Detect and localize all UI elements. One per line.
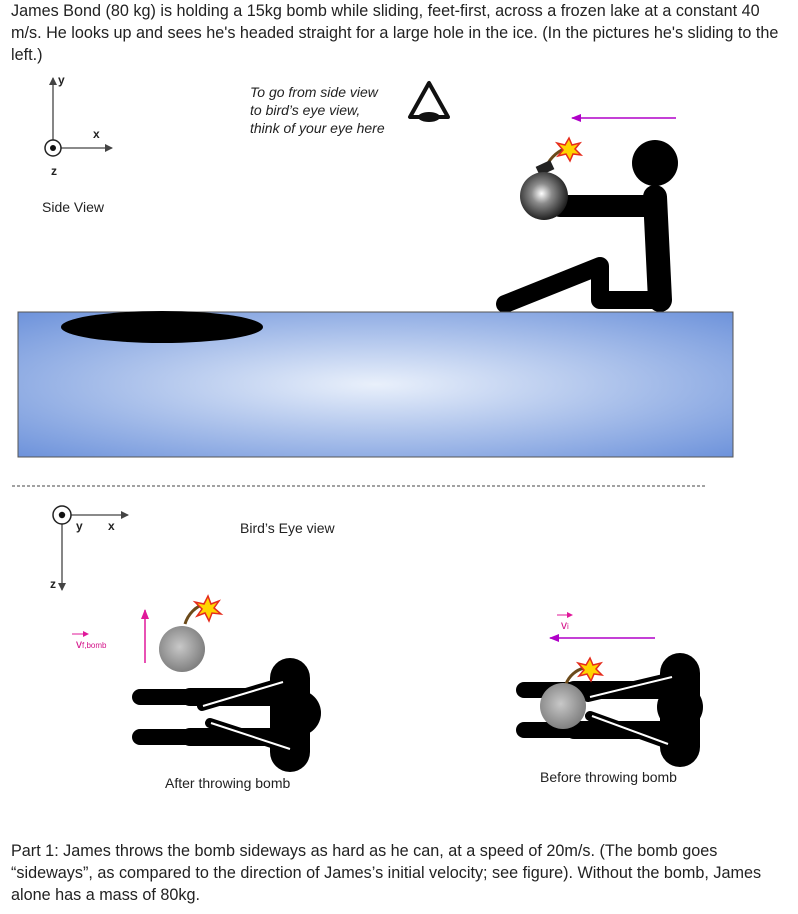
birds-eye-label: Bird’s Eye view	[240, 520, 335, 536]
vi-label: vi	[561, 618, 569, 632]
vf-bomb-label: vf,bomb	[76, 637, 107, 651]
part1-paragraph: Part 1: James throws the bomb sideways a…	[11, 842, 762, 904]
side-view-james-figure	[496, 140, 678, 313]
bomb	[520, 172, 568, 220]
hole-in-ice	[61, 311, 263, 343]
birds-eye-axes	[52, 505, 129, 591]
eye-note-line-3: think of your eye here	[250, 120, 385, 136]
before-throwing-caption: Before throwing bomb	[540, 769, 677, 785]
intro-paragraph: James Bond (80 kg) is holding a 15kg bom…	[11, 2, 779, 64]
z-axis-label: z	[51, 164, 57, 178]
head	[275, 690, 321, 736]
after-james-figure	[132, 658, 321, 772]
spark-icon	[192, 594, 224, 623]
spark-icon	[575, 656, 605, 683]
after-bomb	[159, 594, 224, 672]
before-bomb	[540, 656, 605, 729]
x-axis-label: x	[93, 127, 100, 141]
x-axis-label: x	[108, 519, 115, 533]
head	[632, 140, 678, 186]
y-axis-label: y	[58, 73, 65, 87]
eye-icon	[408, 81, 450, 122]
side-view-bomb	[520, 136, 584, 220]
eye-note-line-1: To go from side view	[250, 84, 378, 100]
z-axis-label: z	[50, 577, 56, 591]
side-view-axes	[44, 77, 113, 157]
bomb	[540, 683, 586, 729]
side-view-label: Side View	[42, 199, 105, 215]
before-james-figure	[516, 653, 703, 767]
torso	[643, 185, 672, 312]
after-throwing-caption: After throwing bomb	[165, 775, 291, 791]
bomb	[159, 626, 205, 672]
legs	[496, 257, 669, 313]
eye-note-line-2: to bird’s eye view,	[250, 102, 361, 118]
spark-icon	[554, 136, 584, 163]
head	[657, 684, 703, 730]
y-axis-label: y	[76, 519, 83, 533]
